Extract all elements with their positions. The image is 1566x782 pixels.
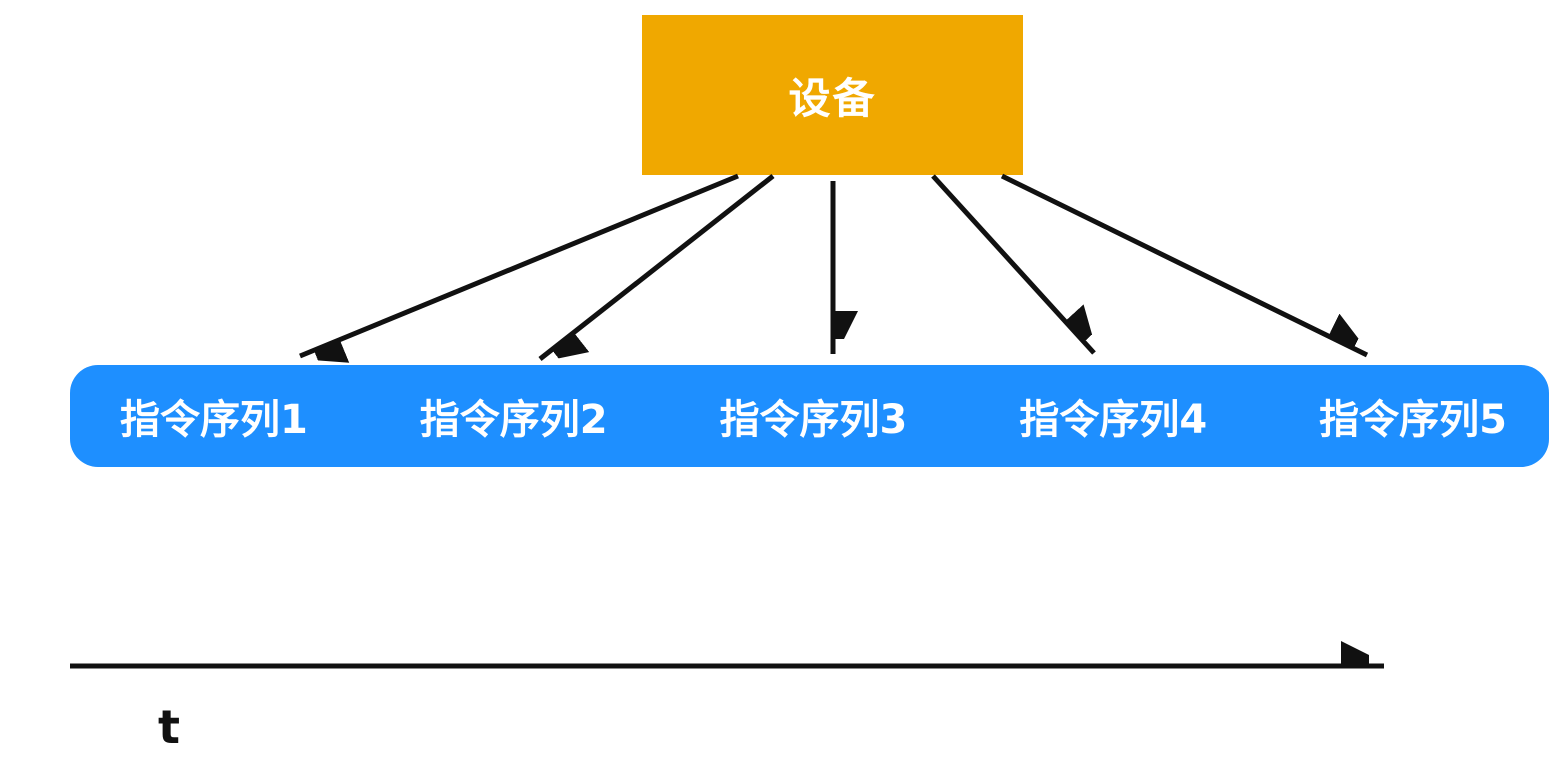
sequence-label-2: 指令序列2 [419, 397, 608, 443]
device-box-label: 设备 [788, 73, 877, 123]
device-to-sequence5-arrow [1000, 173, 1369, 358]
device-to-sequence1-arrow [299, 173, 739, 356]
sequence-label-5: 指令序列5 [1319, 397, 1507, 443]
sequence-bar: 指令序列1 指令序列2 指令序列3 指令序列4 指令序列5 [70, 365, 1549, 467]
sequence-label-1: 指令序列1 [120, 397, 308, 443]
sequence-label-4: 指令序列4 [1019, 397, 1208, 443]
sequence-label-3: 指令序列3 [719, 397, 908, 443]
device-box: 设备 [642, 15, 1023, 175]
device-to-sequence2-arrow [538, 174, 775, 359]
time-axis-label: t [158, 700, 180, 754]
device-to-sequence4-arrow [931, 174, 1094, 355]
